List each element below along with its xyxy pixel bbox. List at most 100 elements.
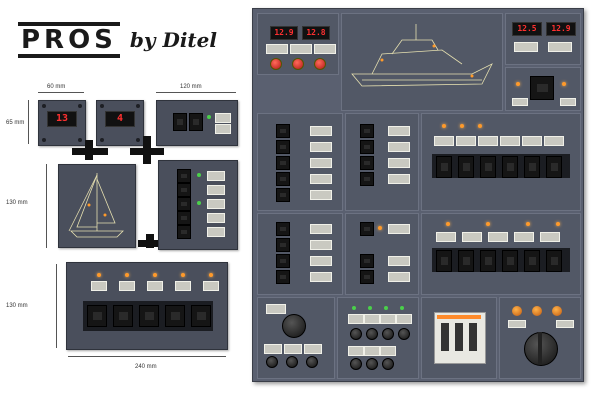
dim-height-130-bottom: 130 mm xyxy=(6,303,28,309)
sailboat-icon xyxy=(68,173,124,238)
ignition-key[interactable] xyxy=(282,314,306,338)
switch[interactable] xyxy=(524,250,540,272)
dim-line-130-top xyxy=(46,164,47,248)
push-button[interactable] xyxy=(266,356,278,368)
switch[interactable] xyxy=(360,124,374,138)
connector-icon xyxy=(143,136,151,164)
switch[interactable] xyxy=(360,140,374,154)
connector-icon xyxy=(146,234,154,248)
selector-switch[interactable] xyxy=(530,76,554,100)
switch[interactable] xyxy=(360,172,374,186)
dial-knob[interactable] xyxy=(532,306,542,316)
circuit-breaker[interactable] xyxy=(434,312,486,364)
push-button[interactable] xyxy=(398,328,410,340)
dim-line-65 xyxy=(28,100,29,144)
switch[interactable] xyxy=(276,140,290,154)
push-button[interactable] xyxy=(366,328,378,340)
switch[interactable] xyxy=(87,305,107,327)
meter-panel-b: 4 xyxy=(96,100,144,146)
switch[interactable] xyxy=(177,211,191,225)
switch[interactable] xyxy=(480,250,496,272)
dim-height-130-top: 130 mm xyxy=(6,200,28,206)
switch[interactable] xyxy=(458,250,474,272)
meter-panel-a: 13 xyxy=(38,100,86,146)
switch[interactable] xyxy=(276,222,290,236)
switch[interactable] xyxy=(276,270,290,284)
switch[interactable] xyxy=(436,156,452,178)
switch[interactable] xyxy=(502,250,518,272)
push-button[interactable] xyxy=(382,358,394,370)
switch[interactable] xyxy=(113,305,133,327)
rack-meter-1: 12.9 xyxy=(270,26,298,40)
switch[interactable] xyxy=(189,113,203,131)
push-button[interactable] xyxy=(306,356,318,368)
rack-switch-panel-4 xyxy=(345,213,419,295)
control-rack: 12.9 12.8 12.5 12.9 xyxy=(252,8,584,382)
rack-meter-group-left: 12.9 12.8 xyxy=(257,13,339,75)
wide-switch-panel xyxy=(66,262,228,350)
dim-width-60: 60 mm xyxy=(47,84,66,90)
switch[interactable] xyxy=(177,169,191,183)
switch[interactable] xyxy=(276,254,290,268)
logo-by-ditel: by Ditel xyxy=(129,28,217,52)
switch[interactable] xyxy=(458,156,474,178)
switch[interactable] xyxy=(360,222,374,236)
rack-key-panel xyxy=(257,297,335,379)
switch-panel-five xyxy=(158,160,238,250)
switch[interactable] xyxy=(191,305,211,327)
dim-line-130-bottom xyxy=(56,264,57,348)
switch[interactable] xyxy=(360,270,374,284)
rack-switch-panel-2 xyxy=(345,113,419,211)
dim-width-120: 120 mm xyxy=(180,84,202,90)
switch-panel-small xyxy=(156,100,238,146)
sailboat-panel xyxy=(58,164,136,248)
dim-line-240 xyxy=(68,356,226,357)
switch[interactable] xyxy=(546,156,562,178)
switch[interactable] xyxy=(360,254,374,268)
switch[interactable] xyxy=(276,238,290,252)
switch[interactable] xyxy=(276,188,290,202)
switch[interactable] xyxy=(480,156,496,178)
push-button[interactable] xyxy=(366,358,378,370)
switch[interactable] xyxy=(177,225,191,239)
switch[interactable] xyxy=(139,305,159,327)
rack-meter-4: 12.9 xyxy=(546,22,576,36)
boat-schematic-panel xyxy=(341,13,503,111)
rack-switch-panel-1 xyxy=(257,113,343,211)
switch[interactable] xyxy=(276,172,290,186)
dim-line-60 xyxy=(38,92,84,93)
dim-width-240: 240 mm xyxy=(135,364,157,370)
switch[interactable] xyxy=(276,156,290,170)
rack-meter-3: 12.5 xyxy=(512,22,542,36)
switch[interactable] xyxy=(360,156,374,170)
switch[interactable] xyxy=(502,156,518,178)
switch[interactable] xyxy=(436,250,452,272)
switch[interactable] xyxy=(177,197,191,211)
push-button[interactable] xyxy=(382,328,394,340)
switch[interactable] xyxy=(177,183,191,197)
push-button[interactable] xyxy=(286,356,298,368)
rack-breaker-panel-1 xyxy=(421,113,581,211)
rack-breaker-panel-2 xyxy=(421,213,581,295)
dimmer-knob[interactable] xyxy=(270,58,282,70)
switch[interactable] xyxy=(524,156,540,178)
connector-icon xyxy=(85,140,93,160)
brand-logo: PROS by Ditel xyxy=(18,22,217,58)
switch[interactable] xyxy=(546,250,562,272)
rack-meter-group-right: 12.5 12.9 xyxy=(505,13,581,65)
push-button[interactable] xyxy=(350,328,362,340)
dial-knob[interactable] xyxy=(512,306,522,316)
rack-circuit-breaker-panel xyxy=(421,297,497,379)
dial-knob[interactable] xyxy=(552,306,562,316)
rack-selector-panel xyxy=(505,67,581,111)
rack-switch-panel-3 xyxy=(257,213,343,295)
dimmer-knob[interactable] xyxy=(314,58,326,70)
switch[interactable] xyxy=(276,124,290,138)
meter-a-display: 13 xyxy=(47,111,77,127)
switch[interactable] xyxy=(165,305,185,327)
push-button[interactable] xyxy=(350,358,362,370)
logo-pros: PROS xyxy=(18,22,120,58)
switch[interactable] xyxy=(173,113,187,131)
meter-b-display: 4 xyxy=(105,111,135,127)
dimmer-knob[interactable] xyxy=(292,58,304,70)
